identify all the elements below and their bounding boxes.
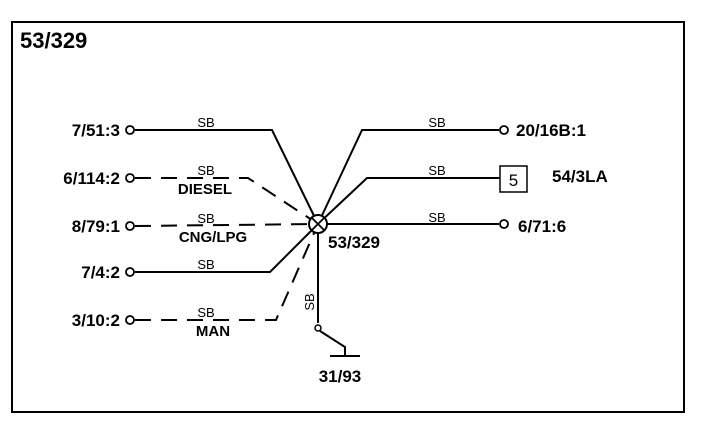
terminal-circle (499, 219, 509, 229)
splice-53-329: 53/329 (308, 214, 380, 252)
terminal-label: 20/16B:1 (516, 121, 586, 140)
ground-label: 31/93 (319, 367, 362, 386)
terminal-label: 7/51:3 (72, 121, 120, 140)
diagram-frame (11, 21, 685, 413)
wire-7-51-3: 7/51:3 SB (72, 115, 319, 225)
terminal-label: 8/79:1 (72, 217, 120, 236)
wire-line (135, 223, 319, 321)
diagram-title: 53/329 (20, 28, 87, 53)
wire-3-10-2: 3/10:2 SB MAN (72, 223, 319, 340)
wire-54-3la: 5 54/3LA SB (317, 163, 608, 225)
wire-8-79-1: 8/79:1 SB CNG/LPG (72, 211, 319, 246)
terminal-label: 6/71:6 (518, 217, 566, 236)
wire-line (134, 223, 319, 227)
splice-label: 53/329 (328, 233, 380, 252)
wire-7-4-2: 7/4:2 SB (81, 223, 319, 282)
variant-label: DIESEL (178, 181, 232, 198)
wire-line (317, 129, 499, 225)
wire-code-label: SB (197, 163, 214, 178)
connector-box (499, 165, 528, 193)
wire-line (317, 177, 500, 225)
wire-code-label: SB (428, 210, 445, 225)
wire-line (135, 129, 319, 225)
connector-box-label: 54/3LA (552, 167, 608, 186)
wire-code-label: SB (197, 115, 214, 130)
connector-box-number: 5 (509, 171, 518, 190)
wire-line (135, 177, 319, 225)
wire-code-label: SB (197, 257, 214, 272)
wire-code-label: SB (302, 293, 317, 310)
terminal-circle (125, 315, 135, 325)
terminal-circle (125, 125, 135, 135)
terminal-circle (125, 221, 135, 231)
terminal-label: 3/10:2 (72, 311, 120, 330)
terminal-label: 6/114:2 (63, 169, 120, 188)
terminal-circle (499, 125, 509, 135)
wire-code-label: SB (428, 115, 445, 130)
terminal-circle (125, 267, 135, 277)
variant-label: MAN (196, 323, 230, 340)
wire-code-label: SB (428, 163, 445, 178)
wire-ground-31-93: SB 31/93 (302, 224, 361, 386)
wire-6-114-2: 6/114:2 SB DIESEL (63, 163, 319, 225)
terminal-circle (314, 324, 322, 332)
terminal-label: 7/4:2 (81, 263, 120, 282)
ground-lead (319, 330, 346, 356)
wire-20-16b-1: 20/16B:1 SB (317, 115, 586, 225)
wire-6-71-6: 6/71:6 SB (318, 210, 566, 236)
variant-label: CNG/LPG (179, 229, 247, 246)
splice-cross-line (310, 216, 326, 232)
wire-code-label: SB (197, 305, 214, 320)
terminal-circle (125, 173, 135, 183)
wire-code-label: SB (197, 211, 214, 226)
wire-line (135, 223, 319, 273)
